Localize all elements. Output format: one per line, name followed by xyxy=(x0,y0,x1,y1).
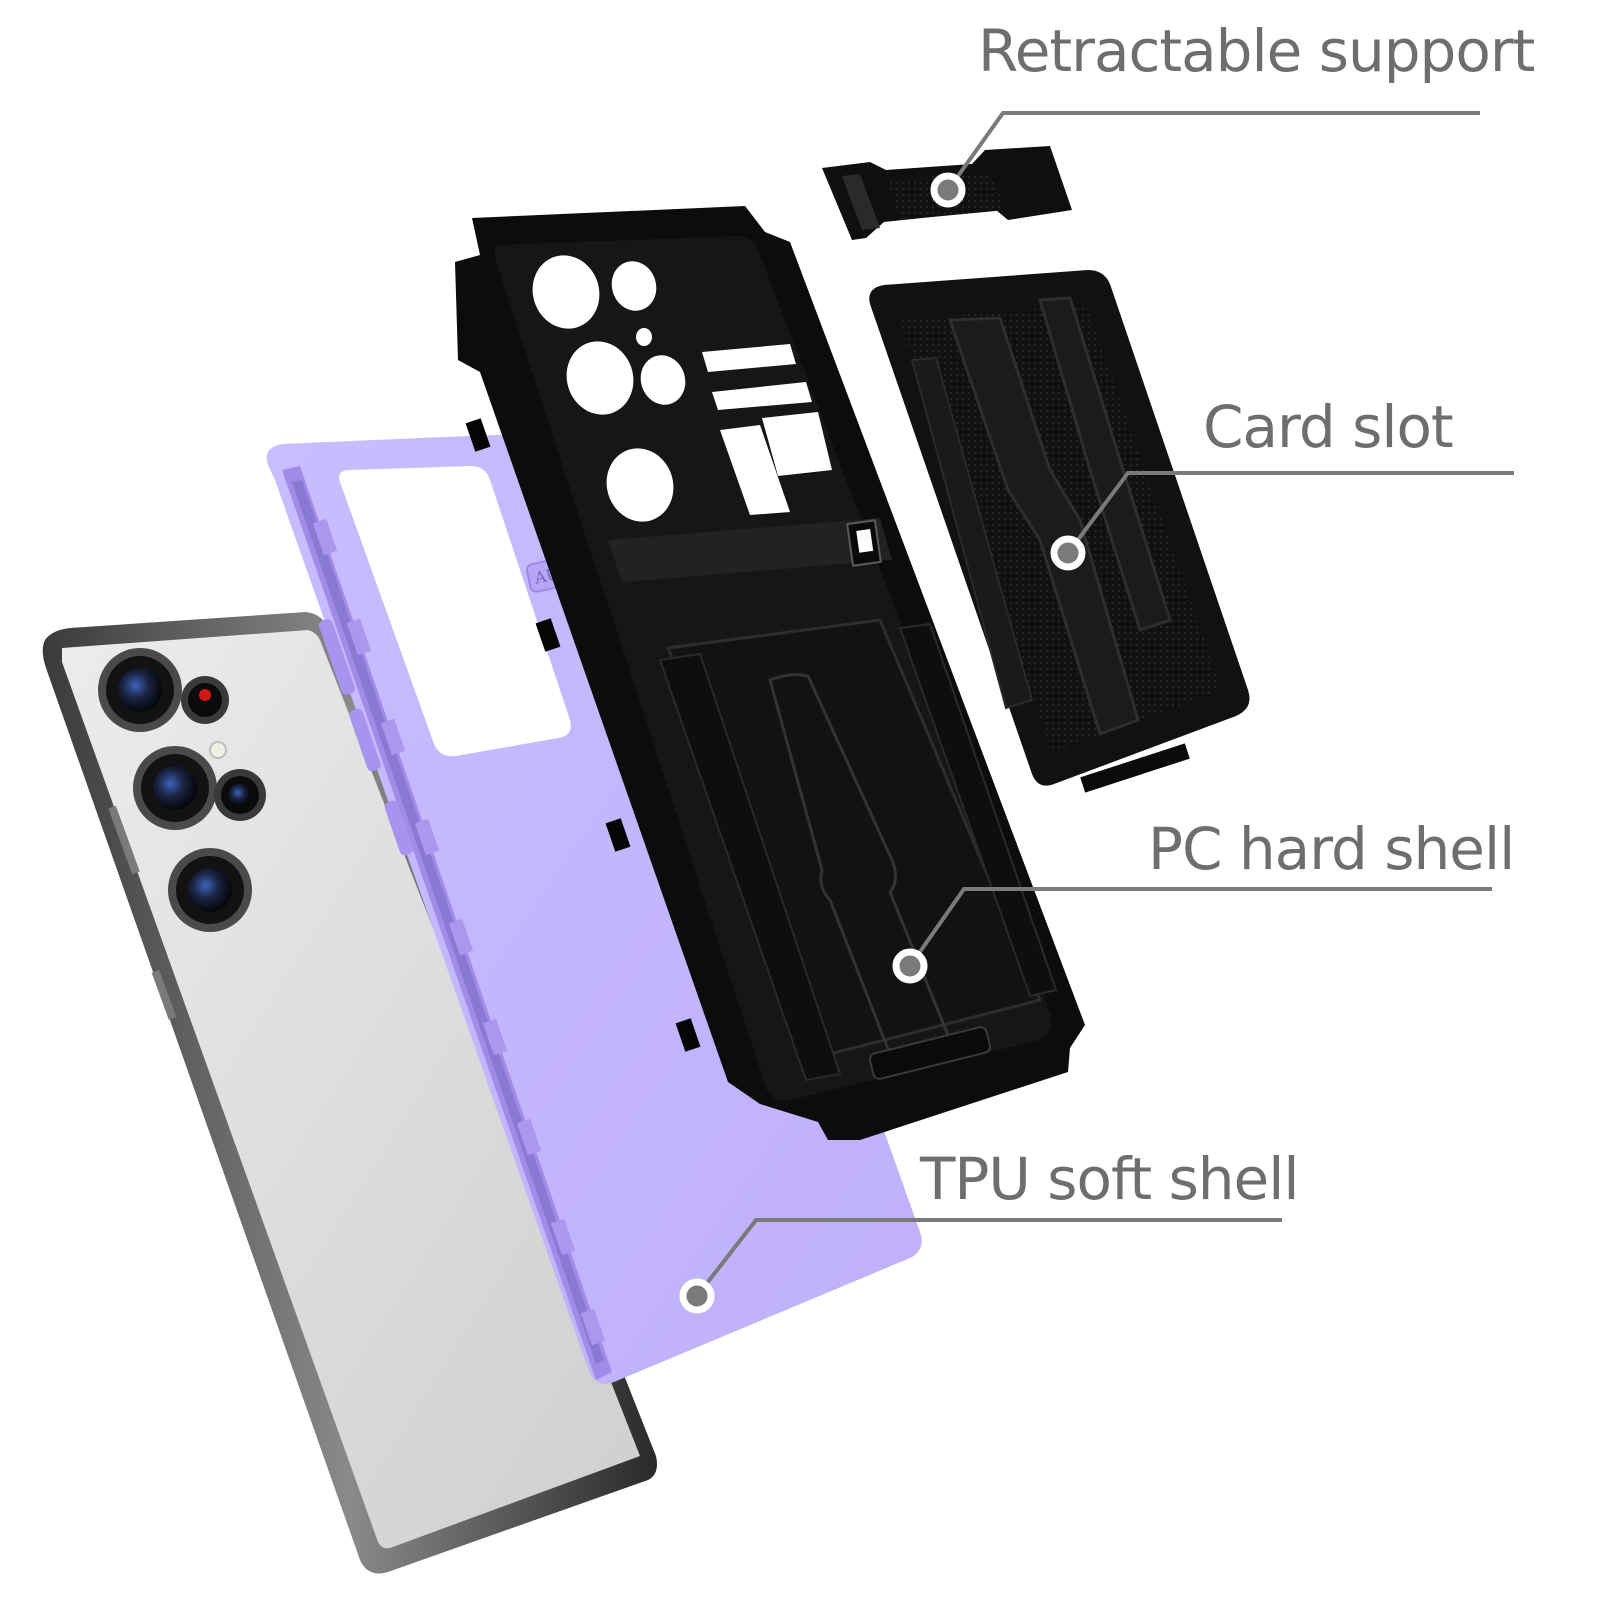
tpu-shell-grip-ridges xyxy=(312,518,606,1346)
card-slot-piece xyxy=(869,270,1250,793)
support-dot xyxy=(930,172,966,208)
phone xyxy=(42,612,657,1574)
tpu-button-cover xyxy=(349,708,381,772)
callout-leaders xyxy=(695,111,1514,1298)
flash-icon xyxy=(209,741,227,759)
card-slot-dot xyxy=(1050,535,1086,571)
callout-dots xyxy=(679,172,1086,1314)
phone-side-button xyxy=(108,805,140,875)
phone-camera-cluster xyxy=(98,648,266,932)
retractable-support-label: Retractable support xyxy=(978,17,1535,85)
card-slot-clip xyxy=(1080,743,1190,793)
tpu-camera-opening xyxy=(339,466,571,757)
pc-camera-cutouts xyxy=(532,255,832,522)
pc-hard-shell-label: PC hard shell xyxy=(1148,815,1515,883)
tpu-button-cover xyxy=(319,619,355,695)
card-slot-label: Card slot xyxy=(1203,393,1454,461)
pc-bottom-slot xyxy=(868,1026,992,1080)
card-slot-leader-line xyxy=(1066,471,1514,555)
tpu-button-cover xyxy=(384,800,414,856)
phone-side-button xyxy=(151,970,177,1020)
tpu-shell-leader-line xyxy=(695,1218,1282,1298)
pc-shell-leader-line xyxy=(908,887,1492,968)
tpu-soft-shell: AUTO xyxy=(266,430,922,1384)
pc-stand-hinge xyxy=(608,518,892,582)
tpu-shell-dot xyxy=(679,1278,715,1314)
pc-hard-shell xyxy=(455,206,1085,1140)
pc-shell-dot xyxy=(892,948,928,984)
support-leader-line xyxy=(946,111,1480,192)
tpu-soft-shell-label: TPU soft shell xyxy=(920,1145,1299,1213)
